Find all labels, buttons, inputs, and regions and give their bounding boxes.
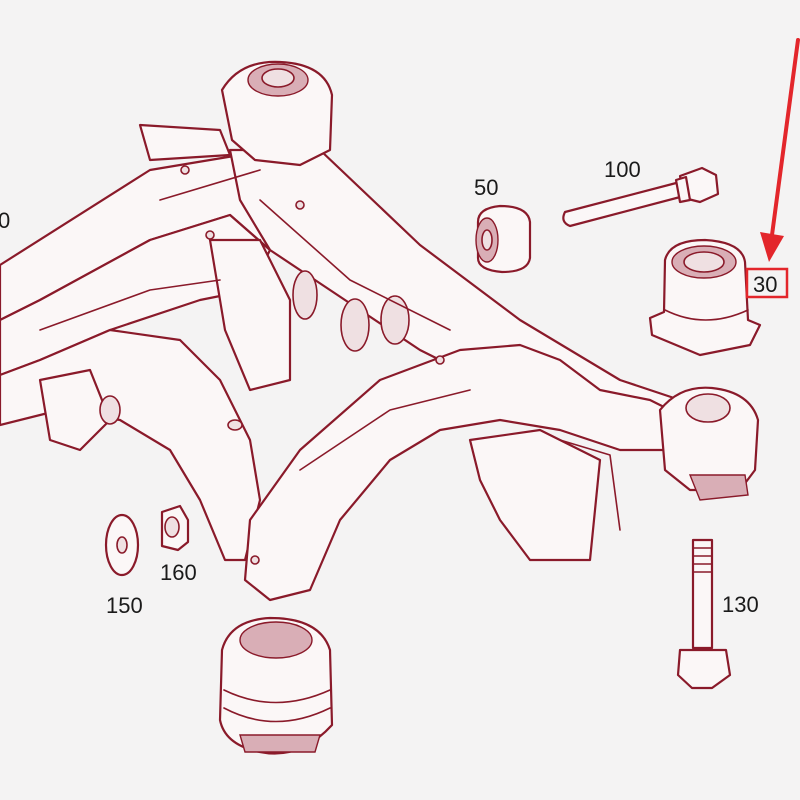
upper-mount [220, 60, 334, 167]
part-130-bolt [676, 538, 732, 690]
highlight-arrowhead [760, 232, 784, 262]
right-arm-bushing [658, 386, 760, 501]
part-150-washer [104, 513, 140, 577]
label-part-130: 130 [722, 592, 759, 617]
highlight-arrow [770, 38, 800, 237]
label-part-0: 0 [0, 208, 10, 233]
label-part-50: 50 [474, 175, 498, 200]
part-50-bushing [475, 204, 532, 274]
label-part-30: 30 [753, 272, 777, 297]
label-part-150: 150 [106, 593, 143, 618]
lower-mount [218, 616, 334, 755]
highlight-box [745, 267, 789, 299]
part-100-bolt [562, 166, 720, 228]
part-30-bushing [648, 238, 762, 357]
label-part-160: 160 [160, 560, 197, 585]
subframe-frame [0, 123, 692, 602]
label-part-100: 100 [604, 157, 641, 182]
part-160-nut [160, 504, 190, 552]
